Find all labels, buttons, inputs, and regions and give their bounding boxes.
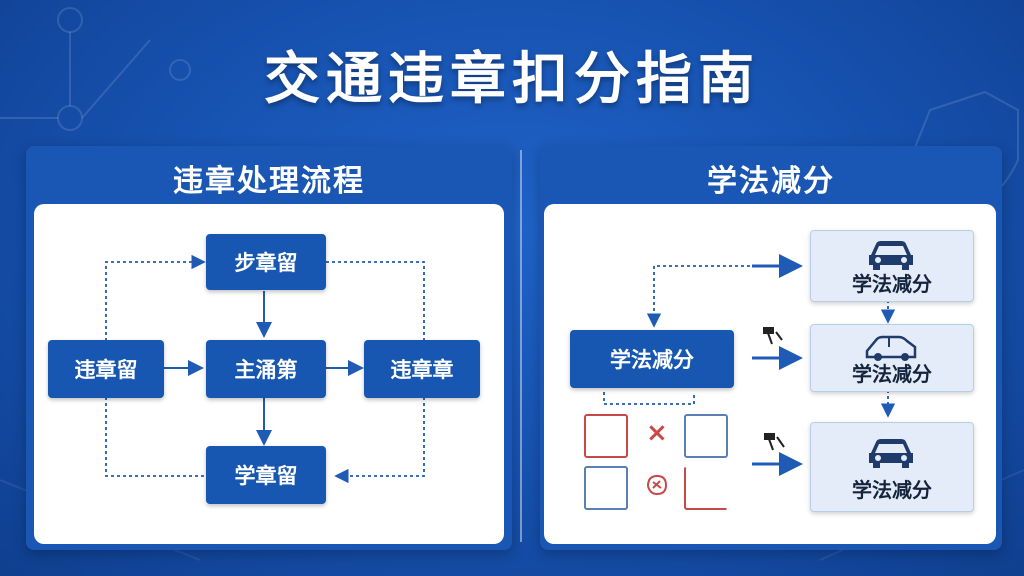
flow-node-right[interactable]: 违章章 (364, 340, 480, 398)
flow-node-bottom[interactable]: 学章留 (206, 446, 326, 504)
checkbox-square (584, 414, 628, 458)
study-result-card[interactable]: 学法减分 (810, 324, 974, 392)
panel-divider (520, 150, 522, 542)
car-icon (869, 439, 913, 468)
hammer-icon (764, 433, 785, 451)
flow-node-left[interactable]: 违章留 (48, 340, 164, 398)
car-icon (865, 335, 917, 361)
study-panel-title: 学法减分 (707, 164, 835, 199)
study-result-label: 学法减分 (852, 362, 932, 386)
hand-badge-icon (646, 474, 668, 496)
study-main-node[interactable]: 学法减分 (570, 330, 734, 388)
cross-icon: × (646, 418, 668, 448)
car-icon (869, 241, 913, 270)
study-result-card[interactable]: 学法减分 (810, 422, 974, 512)
checkbox-square (684, 466, 728, 510)
checkbox-square (684, 414, 728, 458)
study-card: 学法减分 × 学法减分 (544, 204, 996, 544)
process-panel: 违章处理流程 步章留 违章留 主涌第 违章章 学 (26, 146, 512, 550)
flow-node-center[interactable]: 主涌第 (206, 340, 326, 398)
study-result-label: 学法减分 (852, 478, 932, 502)
study-connectors (603, 254, 896, 476)
flow-node-top[interactable]: 步章留 (206, 234, 326, 290)
hammer-icon (763, 327, 783, 345)
process-panel-title: 违章处理流程 (173, 164, 365, 199)
study-result-label: 学法减分 (852, 272, 932, 296)
study-panel: 学法减分 学法减分 (540, 146, 1002, 550)
process-flow-card: 步章留 违章留 主涌第 违章章 学章留 (34, 204, 504, 544)
process-connectors (105, 254, 425, 484)
checkbox-square (584, 466, 628, 510)
main-title: 交通违章扣分指南 (264, 47, 760, 112)
study-result-card[interactable]: 学法减分 (810, 230, 974, 302)
